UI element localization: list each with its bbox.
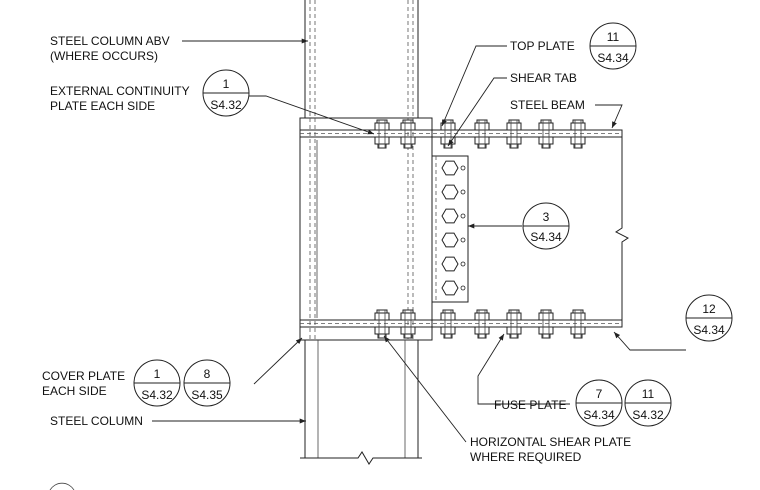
label-shear-tab: SHEAR TAB: [510, 71, 577, 85]
steel-beam: [432, 136, 629, 321]
bolt: [400, 119, 416, 149]
bolt: [374, 119, 390, 149]
bolt: [374, 309, 390, 339]
label-cover-plate-2: EACH SIDE: [42, 384, 107, 398]
hex-bolt: [441, 232, 466, 248]
hex-bolt: [441, 184, 466, 200]
bolt: [506, 119, 522, 149]
hex-bolt: [441, 160, 466, 176]
label-horizontal-shear-1: HORIZONTAL SHEAR PLATE: [470, 435, 631, 449]
callout-number: 7: [596, 387, 603, 401]
bolt: [400, 309, 416, 339]
bottom-flange-bolt-group: [374, 309, 586, 339]
leader-lines: [152, 38, 686, 443]
callout-cover-plate-b: 8 S4.35: [183, 359, 231, 407]
callout-sheet: S4.34: [597, 51, 629, 65]
callout-sheet: S4.32: [141, 388, 173, 402]
callout-number: 8: [204, 367, 211, 381]
bolt: [570, 119, 586, 149]
label-steel-column-abv-1: STEEL COLUMN ABV: [50, 34, 170, 48]
bolt: [570, 309, 586, 339]
bolt: [440, 309, 456, 339]
callout-sheet: S4.32: [632, 408, 664, 422]
partial-bubble-edge: [49, 482, 75, 490]
label-cover-plate-1: COVER PLATE: [42, 369, 125, 383]
callout-number: 1: [223, 77, 230, 91]
label-fuse-plate: FUSE PLATE: [494, 398, 566, 412]
callout-sheet: S4.34: [583, 408, 615, 422]
callout-sheet: S4.34: [530, 230, 562, 244]
label-external-continuity-2: PLATE EACH SIDE: [50, 99, 155, 113]
annotation-labels: STEEL COLUMN ABV (WHERE OCCURS) EXTERNAL…: [42, 34, 631, 464]
callout-fuse-plate-a: 7 S4.34: [575, 379, 623, 427]
shear-tab-bolt-group: [441, 160, 466, 296]
label-horizontal-shear-2: WHERE REQUIRED: [470, 450, 582, 464]
bolt: [474, 119, 490, 149]
top-flange-bolt-group: [374, 119, 586, 149]
callout-sheet: S4.35: [191, 388, 223, 402]
label-steel-column-abv-2: (WHERE OCCURS): [50, 49, 158, 63]
callout-sheet: S4.34: [693, 323, 725, 337]
callout-external-continuity: 1 S4.32: [202, 69, 250, 117]
callout-fuse-plate-b: 11 S4.32: [624, 379, 672, 427]
bolt: [538, 119, 554, 149]
callout-cover-plate-a: 1 S4.32: [133, 359, 181, 407]
callout-number: 12: [702, 302, 716, 316]
label-external-continuity-1: EXTERNAL CONTINUITY: [50, 84, 190, 98]
callout-number: 11: [642, 387, 655, 401]
lower-steel-column: [300, 340, 422, 465]
label-steel-column: STEEL COLUMN: [50, 414, 143, 428]
hex-bolt: [441, 208, 466, 224]
callout-number: 1: [154, 367, 161, 381]
callout-sheet: S4.32: [210, 98, 242, 112]
callout-number: 11: [607, 30, 620, 44]
label-top-plate: TOP PLATE: [510, 39, 575, 53]
label-steel-beam: STEEL BEAM: [510, 98, 585, 112]
top-plate: [299, 129, 623, 138]
callout-number: 3: [543, 210, 550, 224]
callout-beam-end: 12 S4.34: [685, 294, 733, 342]
hex-bolt: [441, 280, 466, 296]
bolt: [474, 309, 490, 339]
column-panel-zone: [299, 117, 433, 341]
callout-shear-tab: 3 S4.34: [522, 202, 570, 250]
upper-steel-column: [304, 0, 419, 118]
shear-tab-plate: [431, 155, 469, 303]
bolt: [538, 309, 554, 339]
callout-top-plate: 11 S4.34: [589, 22, 637, 70]
bottom-plate: [299, 319, 623, 328]
bolt: [506, 309, 522, 339]
hex-bolt: [441, 256, 466, 272]
